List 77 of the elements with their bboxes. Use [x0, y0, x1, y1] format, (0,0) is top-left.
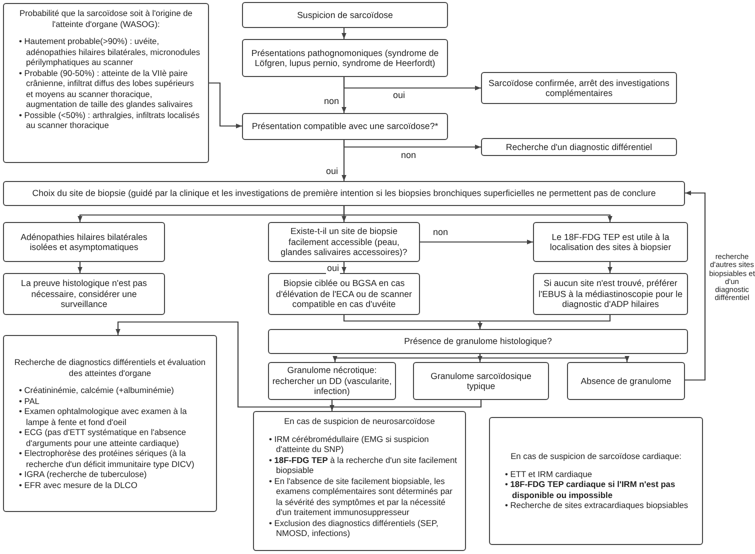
- process-box: [533, 222, 688, 262]
- arrow: [420, 240, 533, 244]
- bullet-item: • En l'absence de site facilement biopsiable, les examens complémentaires sont déterminés par la sévérité des symptômes et par la nécessité d'un traitement immunosuppresseur: [269, 476, 454, 518]
- process-box: [413, 362, 549, 400]
- bullet-item: • Créatininémie, calcémie (+albuminémie): [19, 385, 175, 396]
- box-text: Présence de granulome histologique?: [404, 336, 552, 347]
- arrow: [342, 140, 346, 181]
- bullet-item: • IRM cérébromédullaire (EMG si suspicion d'atteinte du SNP): [269, 434, 430, 454]
- note-box: [253, 411, 466, 551]
- note-box: [489, 417, 703, 545]
- process-box: [268, 329, 688, 354]
- box-text: Suspicion de sarcoïdose: [297, 10, 393, 20]
- arrow: [478, 315, 611, 329]
- box-text: Granulome sarcoïdosique typique: [430, 370, 532, 392]
- arrow: [330, 400, 334, 411]
- bullet-item: • ETT et IRM cardiaque: [505, 468, 594, 480]
- arrow: [342, 262, 346, 273]
- arrow: [342, 28, 346, 39]
- bullet-item: • Possible (<50%) : arthralgies, infiltrats localisés au scanner thoracique: [19, 110, 201, 130]
- arrow: [608, 262, 612, 273]
- arrow: [343, 206, 612, 222]
- bullet-item: • EFR avec mesure de la DLCO: [19, 480, 138, 490]
- box-text: Recherche d'un diagnostic différentiel: [506, 142, 652, 152]
- arrow: [332, 354, 481, 362]
- process-box: [242, 2, 448, 28]
- edge-label: non: [323, 97, 340, 107]
- process-box: [242, 113, 448, 140]
- process-box: [3, 273, 165, 315]
- box-heading: En cas de suspicion de neurosarcoïdose: [283, 416, 436, 426]
- bullet-item: • IGRA (recherche de tuberculose): [19, 469, 148, 480]
- box-text: Adénopathies hilaires bilatérales isolées et asymptomatiques: [20, 232, 148, 252]
- box-heading: En cas de suspicion de sarcoïdose cardiaque:: [510, 451, 682, 462]
- bullet-item: • 18F-FDG TEP à la recherche d'un site facilement biopsiable: [269, 454, 458, 476]
- edge-label: non: [400, 151, 418, 161]
- box-text: Absence de granulome: [580, 376, 672, 386]
- box-text: Présentation compatible avec une sarcoïdose?*: [252, 121, 438, 132]
- bullet-item: • Probable (90-50%) : atteinte de la VIIè paire crânienne, infiltrat diffus des lobes supérieurs et moyens au scanner thoracique, augmentation de taille des glandes salivaires: [19, 68, 195, 110]
- bullet-item: • Hautement probable(>90%) : uvéite, adénopathies hilaires bilatérales, micronodules périlymphatiques au scanner: [19, 36, 202, 68]
- edge-label: oui: [325, 167, 340, 177]
- arrow: [479, 354, 630, 362]
- process-box: [567, 362, 685, 400]
- process-box: [481, 138, 677, 156]
- bullet-item: • ECG (pas d'ETT systématique en l'absence d'arguments pour une atteinte cardiaque): [19, 427, 188, 448]
- box-text: La preuve histologique n'est pas nécessaire, considérer une surveillance: [20, 278, 148, 310]
- box-text: Si aucun site n'est trouvé, préférer l'EBUS à la médiastinoscopie pour le diagnostic d'ADP hilaires: [538, 278, 684, 310]
- edge-label: oui: [326, 264, 340, 274]
- note-box: [3, 3, 209, 163]
- arrow: [342, 77, 346, 113]
- box-text: Présentations pathognomoniques (syndrome de Löfgren, lupus pernio, syndrome de Heerfordt): [250, 48, 440, 68]
- box-heading: Probabilité que la sarcoïdose soit à l'origine de l'atteinte d'organe (WASOG):: [18, 8, 194, 29]
- box-text: Le 18F-FDG TEP est utile à la localisation des sites à biopsier: [548, 232, 672, 252]
- bullet-item: • PAL: [19, 396, 40, 406]
- arrow: [478, 354, 482, 362]
- edge-label: oui: [392, 91, 406, 101]
- box-text: Choix du site de biopsie (guidé par la clinique et les investigations de première intention si les biopsies bronchiques superficielles ne permettent pas de conclure: [32, 188, 656, 199]
- bullet-item: • 18F-FDG TEP cardiaque si l'IRM n'est pas disponible ou impossible: [505, 479, 676, 500]
- arrow: [685, 190, 706, 381]
- note-box: [3, 335, 217, 512]
- process-box: [268, 273, 420, 315]
- box-text: Biopsie ciblée ou BGSA en cas d'élévation de l'ECA ou de scanner compatible en cas d'uvéite: [275, 278, 413, 310]
- bullet-item: • Recherche de sites extracardiaques biopsiables: [505, 500, 690, 511]
- bullet-item: • Examen ophtalmologique avec examen à la lampe à fente et fond d'oeil: [19, 406, 188, 427]
- box-text: Granulome nécrotique: rechercher un DD (vascularite, infection): [272, 365, 392, 397]
- box-text: Sarcoïdose confirmée, arrêt des investigations complémentaires: [488, 78, 670, 98]
- bullet-item: • Exclusion des diagnostics différentiels (SEP, NMOSD, infections): [269, 518, 440, 538]
- process-box: [3, 222, 165, 262]
- process-box: [3, 181, 685, 206]
- edge-label: non: [432, 228, 450, 238]
- box-heading: Recherche de diagnostics différentiels et évaluation des atteintes d'organe: [13, 357, 207, 378]
- process-box: [268, 222, 420, 262]
- arrow: [209, 82, 242, 128]
- bullet-item: • Electrophorèse des protéines sériques (à la recherche d'un déficit immunitaire type DICV): [19, 448, 196, 469]
- process-box: [242, 39, 448, 77]
- arrow: [116, 321, 482, 408]
- arrow: [78, 262, 82, 273]
- box-text: Existe-t-il un site de biopsie facilement accessible (peau, glandes salivaires accessoires)?: [280, 226, 408, 258]
- process-box: [481, 72, 677, 104]
